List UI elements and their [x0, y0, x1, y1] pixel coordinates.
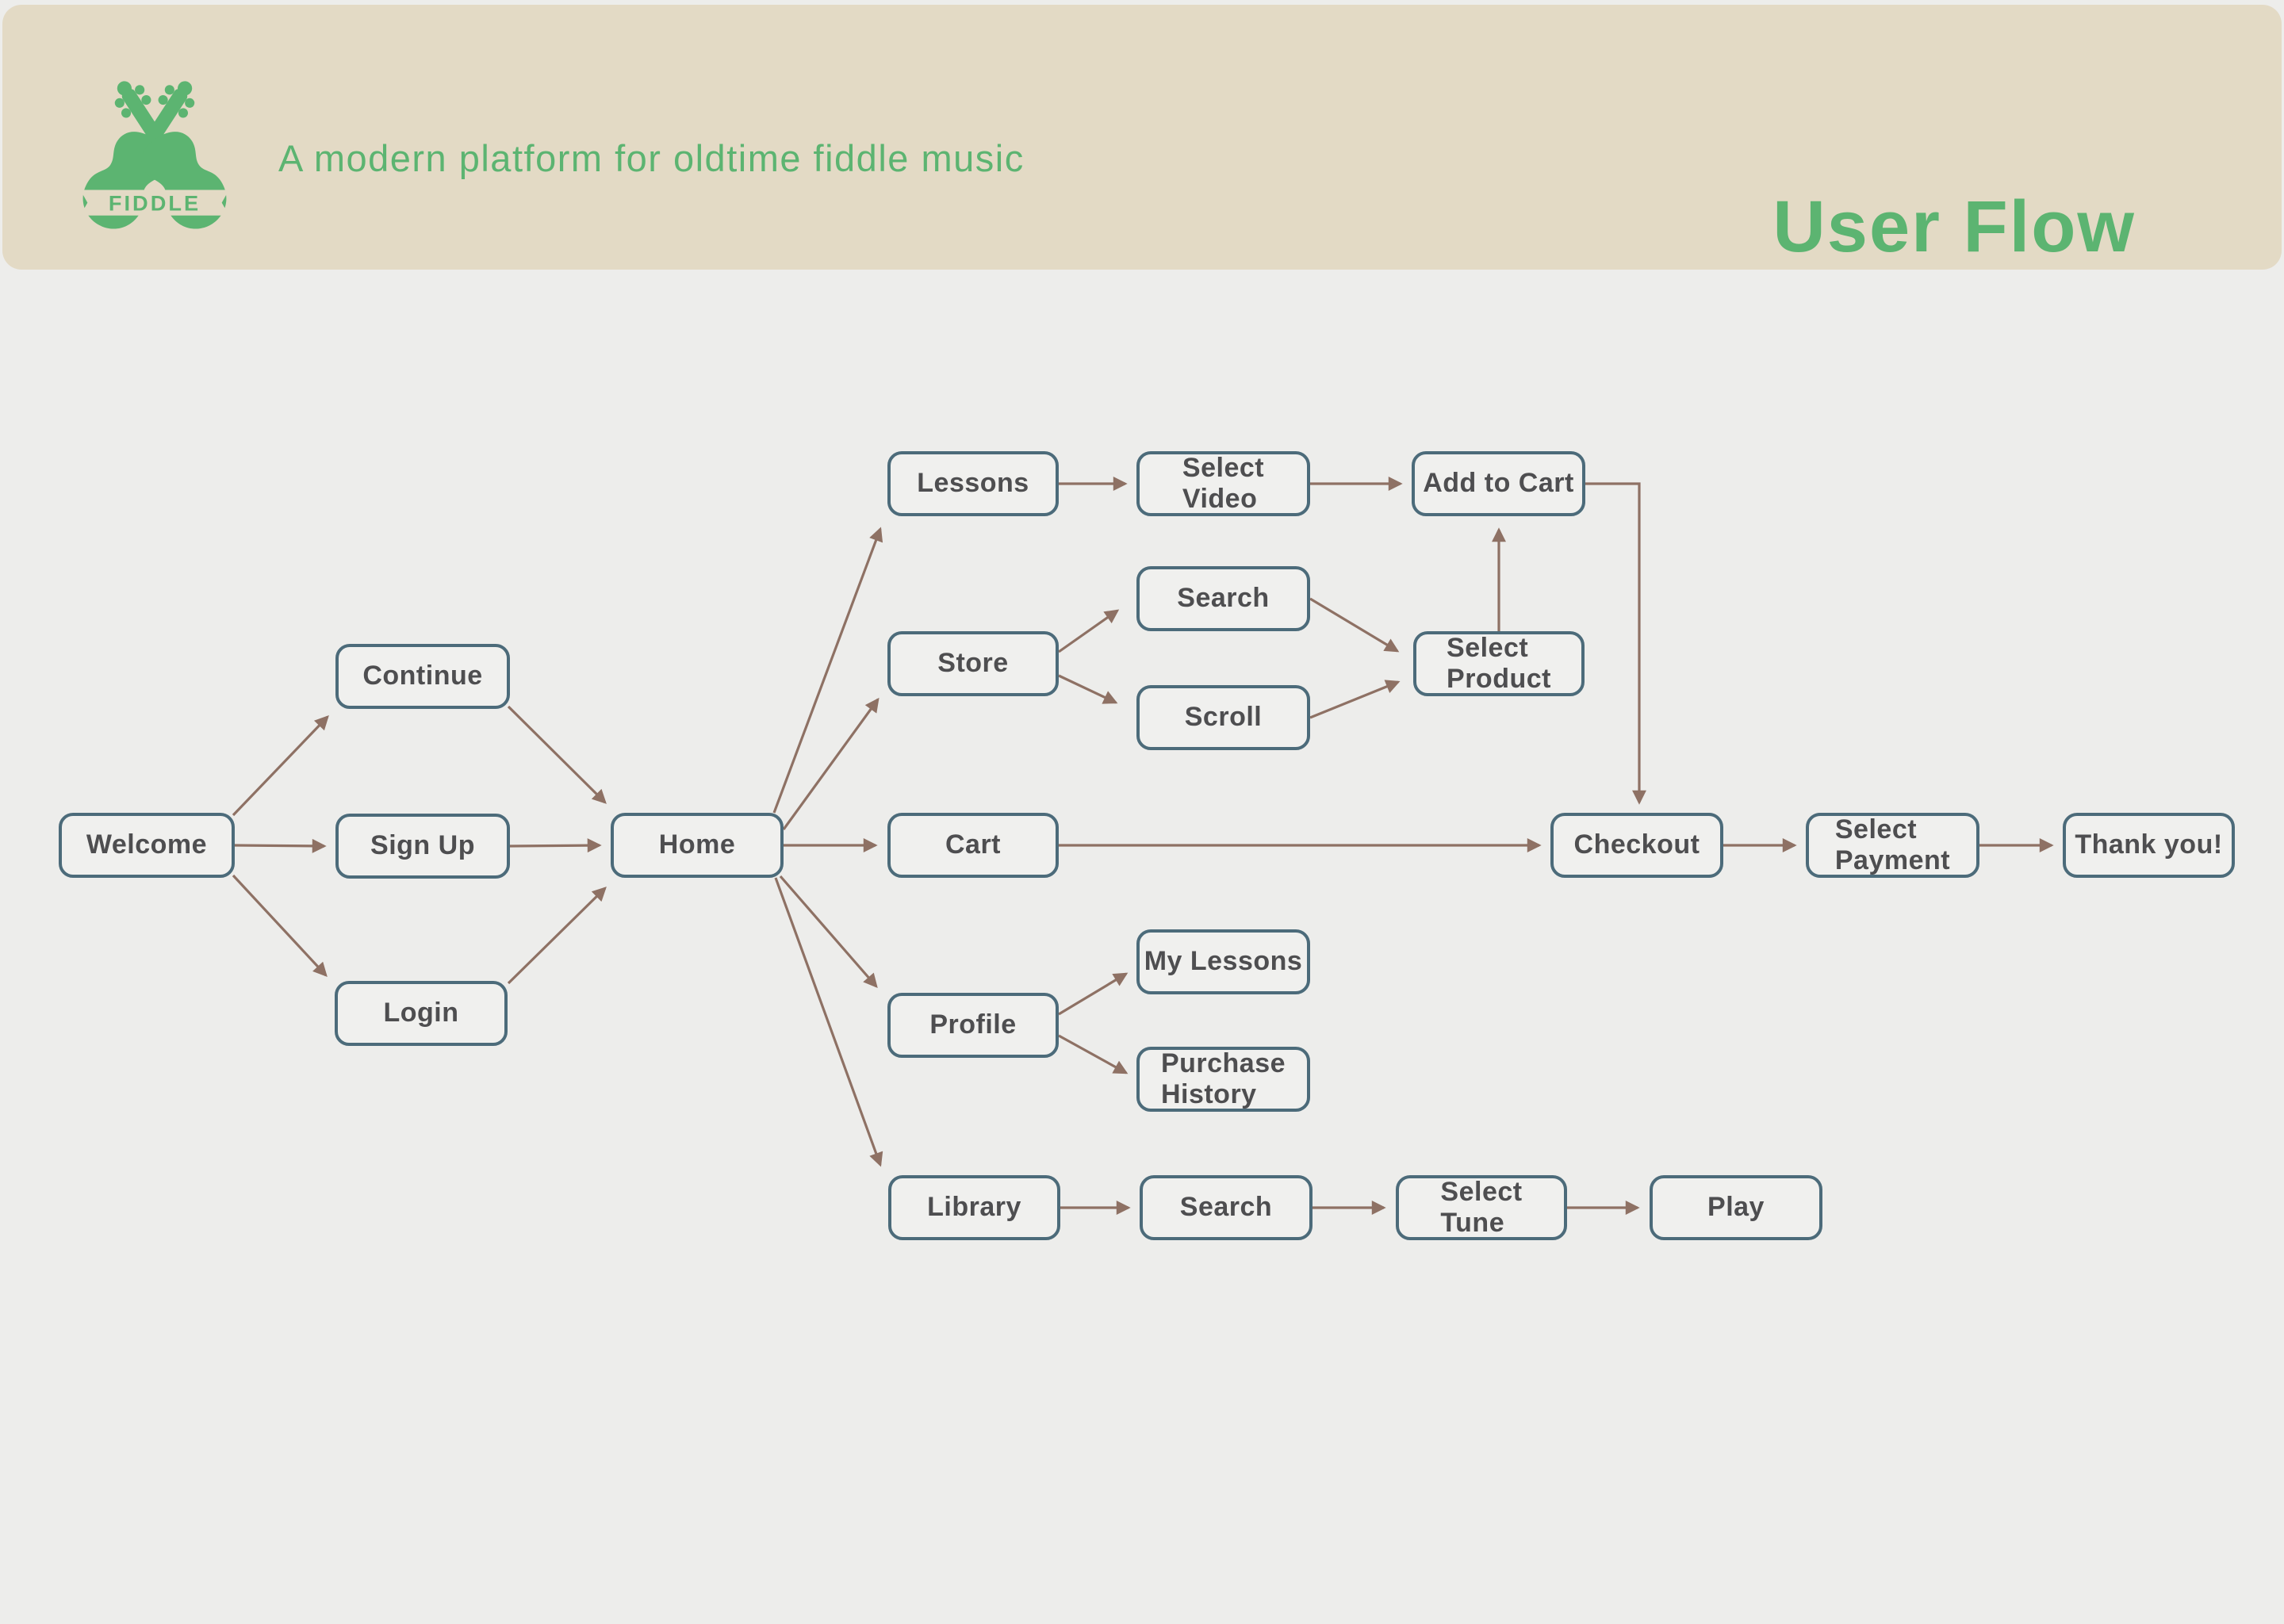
- edge-search-to-select-product: [1309, 597, 1400, 653]
- node-label: Library: [927, 1192, 1021, 1223]
- node-search-store[interactable]: Search: [1136, 566, 1310, 631]
- node-label: Login: [383, 998, 459, 1028]
- fiddle-logo: FIDDLE: [80, 81, 229, 229]
- node-my-lessons[interactable]: My Lessons: [1136, 929, 1310, 994]
- edge-welcome-to-continue: [232, 715, 329, 817]
- edge-store-to-scroll: [1058, 674, 1118, 704]
- node-lessons[interactable]: Lessons: [887, 451, 1059, 516]
- node-label: Select Product: [1447, 632, 1551, 694]
- node-label: Purchase History: [1160, 1048, 1286, 1109]
- node-select-video[interactable]: Select Video: [1136, 451, 1310, 516]
- logo-wordmark: FIDDLE: [109, 191, 201, 216]
- node-search-library[interactable]: Search: [1140, 1175, 1313, 1240]
- node-play[interactable]: Play: [1650, 1175, 1822, 1240]
- node-sign-up[interactable]: Sign Up: [335, 814, 510, 879]
- edge-home-to-library: [774, 877, 883, 1167]
- node-label: Search: [1179, 1192, 1273, 1223]
- edge-store-to-search: [1058, 609, 1120, 653]
- node-select-payment[interactable]: Select Payment: [1806, 813, 1979, 878]
- node-add-to-cart[interactable]: Add to Cart: [1412, 451, 1585, 516]
- page-title: User Flow: [1772, 186, 2136, 267]
- node-label: Search: [1177, 583, 1270, 614]
- node-store[interactable]: Store: [887, 631, 1059, 696]
- node-label: Home: [658, 829, 736, 860]
- node-label: Welcome: [86, 829, 208, 860]
- node-checkout[interactable]: Checkout: [1550, 813, 1723, 878]
- node-label: Add to Cart: [1423, 468, 1574, 499]
- node-label: Cart: [945, 829, 1002, 860]
- node-scroll[interactable]: Scroll: [1136, 685, 1310, 750]
- edge-welcome-to-login: [232, 874, 328, 977]
- node-welcome[interactable]: Welcome: [59, 813, 235, 878]
- edge-sign-up-to-home: [509, 838, 602, 853]
- node-label: Continue: [362, 661, 483, 691]
- logo-ribbon: [80, 190, 229, 216]
- edge-home-to-store: [782, 697, 879, 830]
- node-continue[interactable]: Continue: [335, 644, 510, 709]
- tagline: A modern platform for oldtime fiddle mus…: [278, 137, 1025, 179]
- node-select-tune[interactable]: Select Tune: [1396, 1175, 1567, 1240]
- edge-profile-to-my-lessons: [1058, 972, 1129, 1016]
- node-label: Scroll: [1184, 702, 1263, 733]
- node-cart[interactable]: Cart: [887, 813, 1059, 878]
- edge-add-to-cart-to-checkout: [1585, 482, 1646, 805]
- node-label: Play: [1707, 1192, 1765, 1223]
- node-profile[interactable]: Profile: [887, 993, 1059, 1058]
- node-label: Select Video: [1182, 452, 1265, 514]
- node-label: Select Tune: [1440, 1176, 1523, 1238]
- node-home[interactable]: Home: [611, 813, 784, 878]
- node-label: Store: [937, 648, 1009, 679]
- edge-home-to-profile: [779, 875, 878, 989]
- edge-welcome-to-sign-up: [234, 838, 327, 853]
- edge-scroll-to-select-product: [1309, 680, 1401, 719]
- edge-profile-to-purchase-history: [1058, 1034, 1129, 1074]
- node-label: Profile: [929, 1009, 1017, 1040]
- node-label: Checkout: [1573, 829, 1700, 860]
- node-login[interactable]: Login: [335, 981, 508, 1046]
- node-label: My Lessons: [1144, 946, 1303, 977]
- node-label: Sign Up: [370, 830, 475, 861]
- node-label: Lessons: [917, 468, 1029, 499]
- node-label: Thank you!: [2075, 829, 2223, 860]
- node-library[interactable]: Library: [888, 1175, 1060, 1240]
- edge-continue-to-home: [507, 705, 607, 804]
- node-thank-you[interactable]: Thank you!: [2063, 813, 2235, 878]
- edge-login-to-home: [507, 887, 607, 985]
- node-purchase-history[interactable]: Purchase History: [1136, 1047, 1310, 1112]
- edge-home-to-lessons: [772, 527, 883, 814]
- header-banner: FIDDLE A modern platform for oldtime fid…: [2, 5, 2282, 270]
- node-label: Select Payment: [1834, 814, 1951, 875]
- node-select-product[interactable]: Select Product: [1413, 631, 1585, 696]
